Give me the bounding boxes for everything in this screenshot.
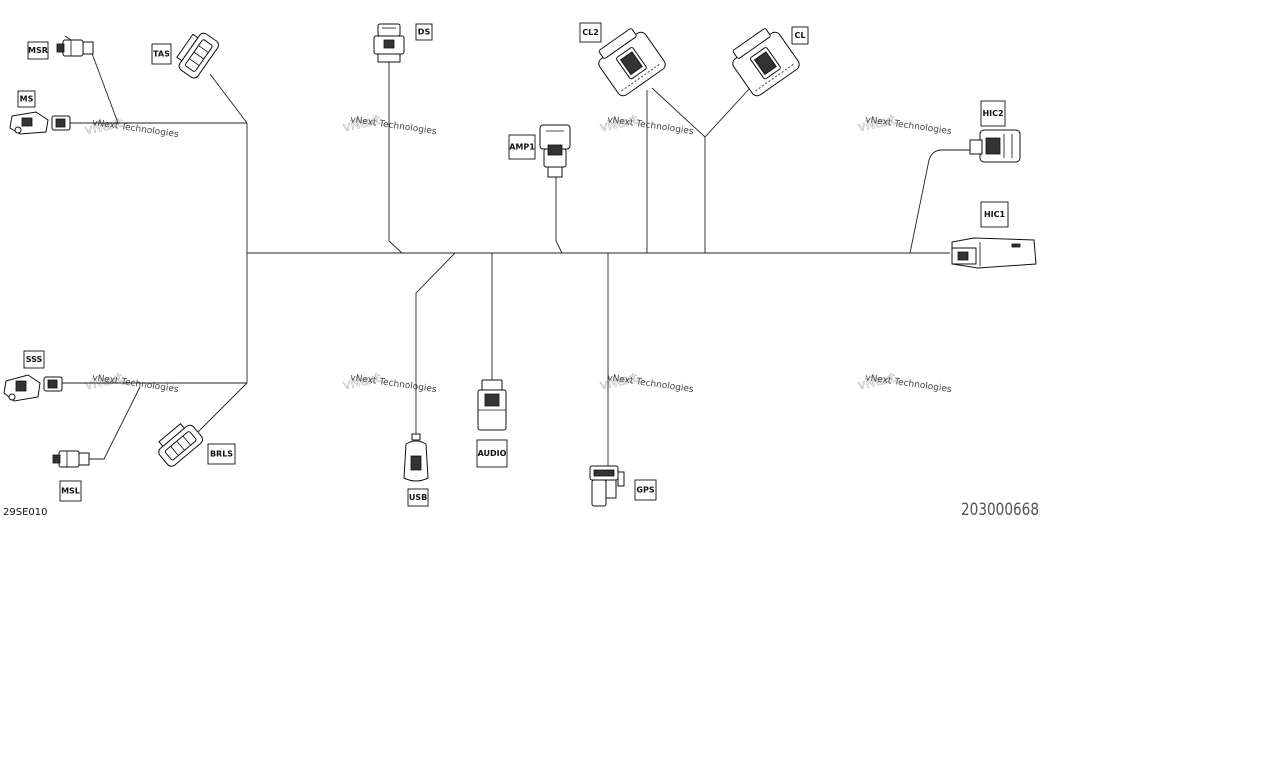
hic2-branch-wire [909,149,972,254]
tas-connector[interactable] [172,28,220,80]
ds-connector[interactable] [373,23,405,63]
label-msr: MSR [27,41,49,60]
msr-connector[interactable] [56,35,94,57]
svg-text:DS: DS [418,28,431,37]
watermark-4: vNext vNext Technologies [856,113,953,138]
label-gps: GPS [634,479,657,501]
svg-text:GPS: GPS [636,486,654,495]
ms-connector[interactable] [9,111,71,135]
msr-branch-wire [89,47,119,124]
hic1-connector[interactable] [951,237,1037,269]
svg-text:CL: CL [795,31,806,40]
usb-connector[interactable] [403,433,429,482]
label-usb: USB [407,488,429,507]
harness-wires [62,47,972,468]
svg-text:SSS: SSS [26,355,43,364]
svg-text:vNext Technologies: vNext Technologies [607,373,695,395]
watermark-8: vNext vNext Technologies [856,371,953,396]
label-amp1: AMP1 [508,134,536,160]
label-cl2: CL2 [579,22,602,43]
svg-text:vNext Technologies: vNext Technologies [92,118,180,140]
svg-text:USB: USB [409,493,427,502]
label-ms: MS [17,90,36,108]
svg-text:MS: MS [20,95,34,104]
cl-connector[interactable] [726,23,802,98]
watermark-7: vNext vNext Technologies [598,371,695,396]
label-tas: TAS [151,43,172,65]
label-hic1: HIC1 [980,201,1009,228]
part-number: 203000668 [961,500,1039,520]
cl2-connector[interactable] [592,23,668,98]
msl-connector[interactable] [52,450,90,468]
audio-connector[interactable] [477,379,507,431]
watermark-5: vNext vNext Technologies [83,371,180,396]
brls-connector[interactable] [153,419,205,469]
svg-text:HIC1: HIC1 [984,210,1006,219]
label-sss: SSS [23,350,45,369]
label-brls: BRLS [207,443,236,465]
watermark-6: vNext vNext Technologies [341,371,438,396]
label-audio: AUDIO [476,439,508,468]
svg-text:vNext Technologies: vNext Technologies [865,115,953,137]
amp1-connector[interactable] [539,124,571,178]
svg-text:AMP1: AMP1 [509,143,535,152]
svg-text:CL2: CL2 [582,28,599,37]
usb-branch-wire [415,252,456,437]
svg-text:BRLS: BRLS [210,450,233,459]
svg-text:TAS: TAS [153,50,170,59]
ds-branch-wire [388,60,403,254]
hic2-connector[interactable] [969,129,1021,163]
svg-text:vNext Technologies: vNext Technologies [350,373,438,395]
gps-connector[interactable] [589,465,625,507]
label-hic2: HIC2 [980,100,1006,127]
svg-text:vNext Technologies: vNext Technologies [92,373,180,395]
label-msl: MSL [59,480,82,502]
brls-branch-wire [197,382,248,433]
amp1-branch-wire [555,176,563,254]
svg-text:AUDIO: AUDIO [478,449,507,458]
tas-branch-wire [209,73,248,124]
svg-text:vNext Technologies: vNext Technologies [607,115,695,137]
svg-text:HIC2: HIC2 [982,109,1003,118]
msl-branch-wire [88,386,141,460]
watermark-1: vNext vNext Technologies [83,116,180,141]
sss-connector[interactable] [3,374,63,402]
svg-text:vNext Technologies: vNext Technologies [865,373,953,395]
label-ds: DS [415,23,433,41]
svg-text:MSR: MSR [28,46,48,55]
svg-text:MSL: MSL [61,487,80,496]
figure-code: 29SE010 [3,507,47,518]
label-cl: CL [791,26,809,45]
svg-text:vNext Technologies: vNext Technologies [350,115,438,137]
